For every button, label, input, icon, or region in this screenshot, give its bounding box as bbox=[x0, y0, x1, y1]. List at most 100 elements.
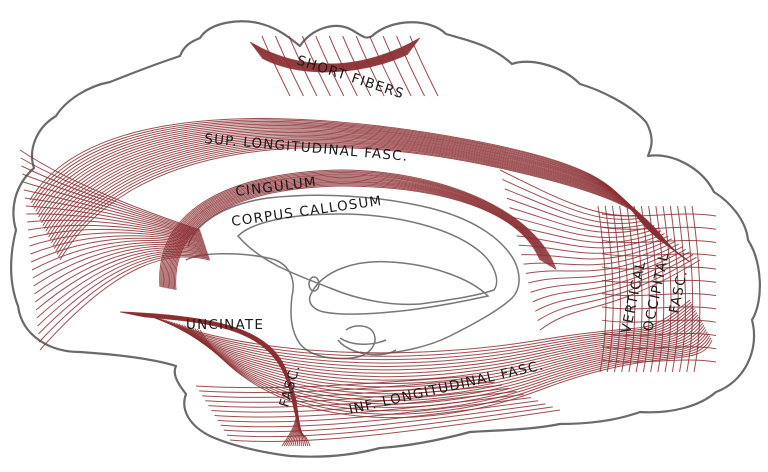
fiber-line bbox=[34, 245, 208, 295]
fiber-line bbox=[601, 279, 717, 283]
fiber-line bbox=[183, 325, 706, 398]
fiber-line bbox=[181, 324, 705, 395]
fiber-line bbox=[165, 175, 551, 289]
fiber-line bbox=[328, 35, 358, 97]
fiber-line bbox=[170, 316, 700, 381]
fiber-line bbox=[161, 171, 555, 288]
fiber-line bbox=[669, 205, 679, 373]
fiber-line bbox=[37, 252, 209, 327]
fiber-line bbox=[31, 239, 207, 271]
fiber-line bbox=[601, 332, 717, 336]
fiber-line bbox=[186, 325, 707, 402]
fiber-line bbox=[30, 235, 206, 255]
fiber-line bbox=[506, 197, 651, 229]
fiber-line bbox=[521, 238, 672, 260]
fiber-line bbox=[611, 205, 621, 373]
fiber-line bbox=[33, 243, 207, 287]
fiber-line bbox=[168, 314, 699, 378]
fiber-line bbox=[160, 170, 556, 288]
fiber-line bbox=[34, 247, 208, 303]
label-corpus-callosum: CORPUS CALLOSUM bbox=[230, 193, 383, 230]
fiber-line bbox=[257, 48, 413, 70]
fiber-line bbox=[173, 318, 701, 385]
fiber-line bbox=[59, 146, 691, 263]
fiber-line bbox=[166, 176, 550, 289]
fiber-line bbox=[601, 266, 717, 270]
fiber-line bbox=[301, 35, 331, 97]
fiber-line bbox=[523, 241, 676, 266]
fiber-line bbox=[261, 53, 409, 73]
fiber-line bbox=[528, 246, 683, 284]
fiber-line bbox=[172, 183, 543, 290]
fiber-line bbox=[175, 320, 702, 388]
fornix bbox=[185, 253, 376, 360]
fiber-line bbox=[199, 329, 713, 419]
fiber-line bbox=[396, 35, 425, 97]
fiber-line bbox=[25, 205, 203, 239]
fiber-line bbox=[255, 45, 415, 69]
thalamus bbox=[308, 260, 490, 315]
short-fibers bbox=[249, 37, 421, 73]
fiber-line bbox=[229, 409, 561, 443]
vertical-occipital-fasc-b bbox=[601, 213, 717, 363]
fiber-line bbox=[601, 213, 717, 217]
fiber-line bbox=[175, 185, 541, 291]
fiber-line bbox=[640, 205, 650, 373]
fiber-line bbox=[178, 322, 704, 391]
fiber-line bbox=[160, 308, 695, 367]
fiber-line bbox=[167, 178, 548, 289]
label-uncinate: UNCINATE bbox=[186, 317, 264, 333]
fiber-line bbox=[256, 47, 414, 70]
fiber-line bbox=[36, 250, 209, 319]
fiber-line bbox=[509, 207, 655, 234]
fiber-line bbox=[28, 228, 205, 244]
fiber-line bbox=[677, 205, 686, 373]
fiber-line bbox=[601, 226, 717, 230]
fiber-line bbox=[226, 406, 553, 438]
fiber-line bbox=[149, 299, 691, 354]
fiber-line bbox=[539, 259, 701, 331]
fiber-line bbox=[223, 403, 546, 433]
fiber-line bbox=[537, 256, 697, 322]
cingulum bbox=[159, 169, 557, 291]
fiber-line bbox=[164, 174, 552, 288]
fiber-line bbox=[199, 378, 488, 394]
fiber-line bbox=[32, 242, 207, 279]
fiber-line bbox=[369, 35, 399, 97]
fiber-line bbox=[220, 400, 539, 428]
fiber-line bbox=[152, 301, 692, 357]
lateral-ventricle bbox=[236, 213, 498, 306]
fiber-line bbox=[38, 253, 210, 335]
inf-longitudinal-fasc bbox=[149, 299, 713, 419]
fiber-line bbox=[169, 179, 547, 289]
hemisphere-outline bbox=[9, 20, 761, 458]
fiber-line bbox=[601, 253, 717, 257]
fiber-line bbox=[288, 35, 318, 97]
fiber-line bbox=[27, 224, 205, 243]
fiber-line bbox=[194, 328, 711, 412]
fiber-line bbox=[315, 35, 345, 97]
fiber-line bbox=[217, 397, 531, 423]
fiber-line bbox=[24, 197, 203, 238]
fiber-line bbox=[196, 328, 712, 415]
fiber-line bbox=[256, 46, 414, 69]
fiber-line bbox=[208, 387, 510, 408]
fiber-line bbox=[530, 248, 687, 293]
fiber-line bbox=[162, 310, 697, 371]
fiber-line bbox=[409, 35, 439, 97]
corpus-callosum-outline bbox=[187, 194, 520, 356]
fiber-line bbox=[205, 384, 502, 403]
fiber-line bbox=[382, 35, 412, 97]
fiber-line bbox=[214, 394, 524, 418]
fiber-line bbox=[601, 240, 717, 244]
fiber-line bbox=[195, 375, 481, 389]
fiber-line bbox=[155, 303, 693, 361]
anterior-commissure bbox=[308, 276, 320, 292]
fiber-line bbox=[274, 35, 304, 97]
fiber-line bbox=[157, 305, 694, 364]
fiber-line bbox=[202, 381, 495, 398]
fiber-line bbox=[516, 233, 665, 249]
fiber-line bbox=[163, 173, 553, 288]
temporal-fibers bbox=[195, 375, 561, 443]
